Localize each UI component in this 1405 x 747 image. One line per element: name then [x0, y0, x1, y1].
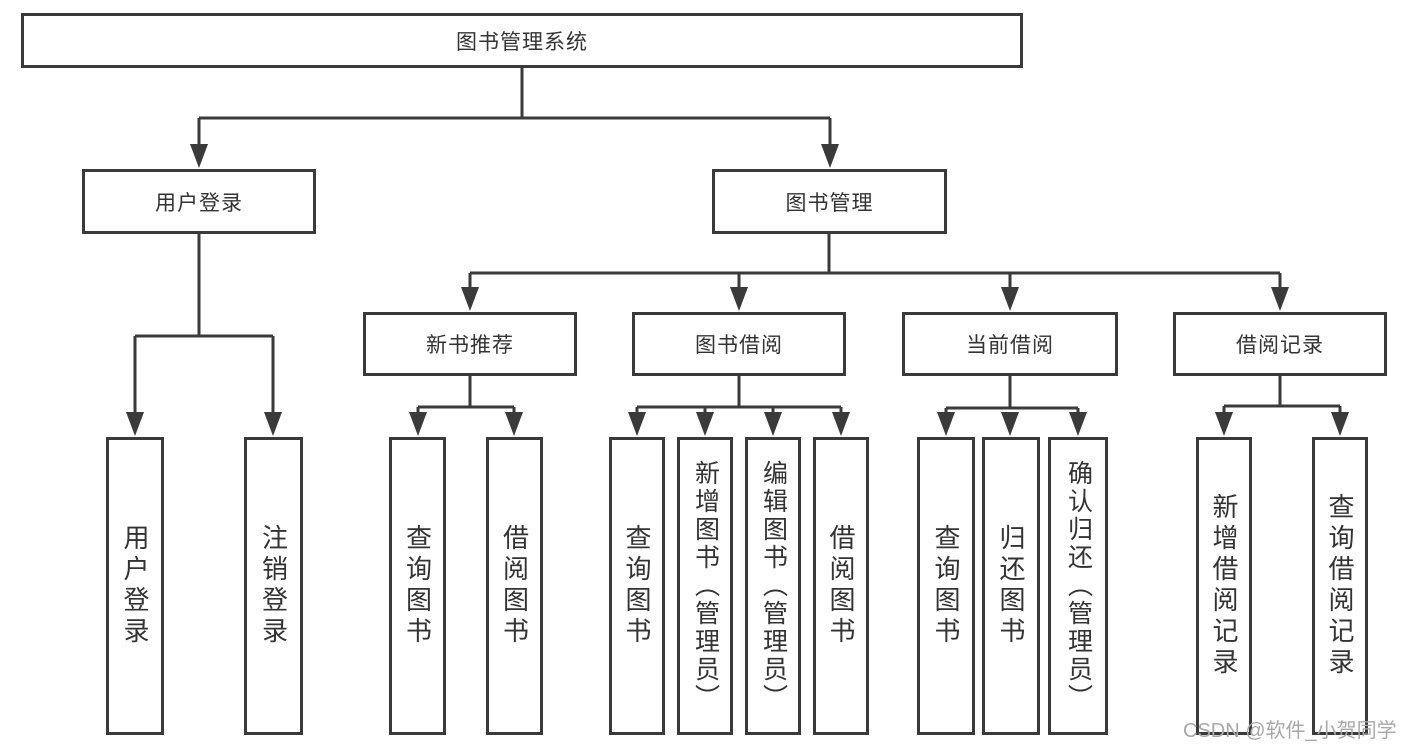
- node-borrowing-records: 借阅记录: [1173, 312, 1387, 376]
- node-book-management: 图书管理: [712, 169, 947, 234]
- leaf-query-borrow-record: 查询借阅记录: [1312, 437, 1368, 735]
- leaf-return-books: 归还图书: [982, 437, 1040, 735]
- leaf-query-books-current: 查询图书: [917, 437, 975, 735]
- csdn-watermark: CSDN @软件_小贺同学: [1183, 720, 1397, 742]
- leaf-confirm-return-admin: 确认归还（管理员）: [1048, 437, 1108, 735]
- leaf-add-book-admin: 新增图书（管理员）: [677, 437, 733, 735]
- leaf-edit-book-admin: 编辑图书（管理员）: [745, 437, 801, 735]
- leaf-query-books-borrowing: 查询图书: [609, 437, 665, 735]
- node-book-borrowing: 图书借阅: [632, 312, 846, 376]
- node-root-label: 图书管理系统: [456, 30, 588, 54]
- node-root-library-system: 图书管理系统: [21, 13, 1023, 68]
- node-current-borrowing: 当前借阅: [902, 312, 1118, 376]
- node-book-management-label: 图书管理: [785, 191, 874, 215]
- leaf-borrow-books-recommend: 借阅图书: [486, 437, 543, 735]
- leaf-logout: 注销登录: [244, 437, 303, 735]
- node-current-borrowing-label: 当前借阅: [966, 334, 1054, 357]
- leaf-user-login: 用户登录: [106, 437, 164, 735]
- node-book-borrowing-label: 图书借阅: [695, 334, 783, 357]
- node-new-book-recommend-label: 新书推荐: [426, 334, 514, 357]
- arrowheads: [126, 144, 1349, 436]
- node-new-book-recommend: 新书推荐: [363, 312, 577, 376]
- node-borrowing-records-label: 借阅记录: [1236, 334, 1324, 357]
- leaf-add-borrow-record: 新增借阅记录: [1196, 437, 1252, 735]
- leaf-borrow-books-borrowing: 借阅图书: [813, 437, 869, 735]
- leaf-query-books-recommend: 查询图书: [389, 437, 446, 735]
- node-user-login-label: 用户登录: [155, 191, 243, 215]
- node-user-login: 用户登录: [82, 169, 316, 234]
